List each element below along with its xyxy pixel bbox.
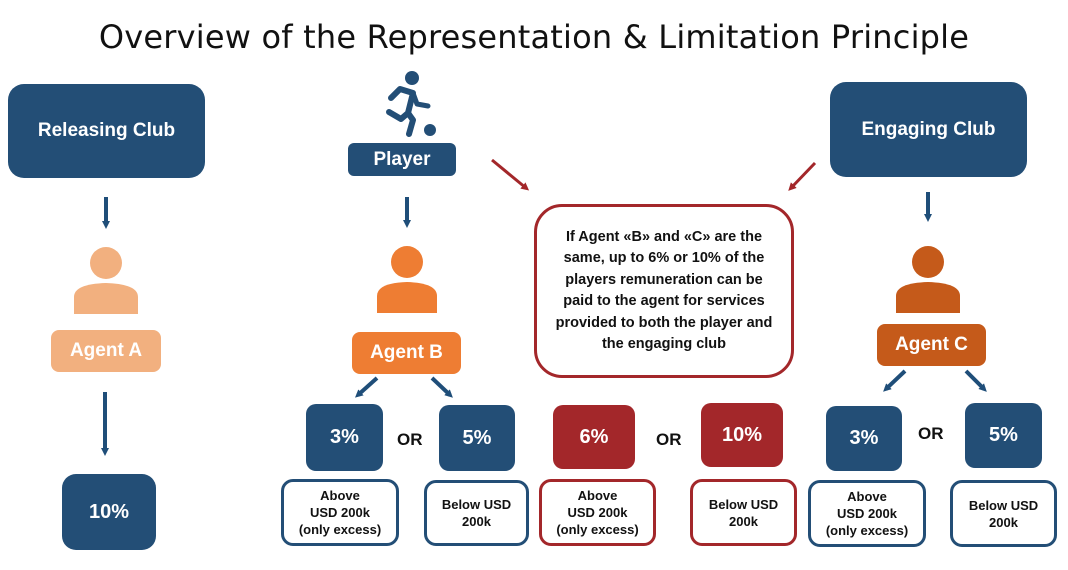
agent-b-condition-above: Above USD 200k (only excess)	[281, 479, 399, 546]
engaging-club-box: Engaging Club	[830, 82, 1027, 177]
soccer-player-icon	[386, 71, 436, 137]
condition-line: 200k	[462, 514, 491, 529]
agent-a-commission: 10%	[62, 474, 156, 550]
person-icon-agent-c	[896, 246, 960, 313]
dual-condition-above: Above USD 200k (only excess)	[539, 479, 656, 546]
person-icon-agent-a	[74, 247, 138, 314]
agent-c-condition-above: Above USD 200k (only excess)	[808, 480, 926, 547]
releasing-club-box: Releasing Club	[8, 84, 205, 178]
condition-line: Below USD	[708, 496, 779, 512]
player-label: Player	[348, 143, 456, 176]
condition-line: 200k	[989, 514, 1018, 530]
agent-a-label: Agent A	[51, 330, 161, 372]
condition-line: Below USD	[968, 497, 1039, 513]
dual-option-10pct: 10%	[701, 403, 783, 467]
or-label: OR	[918, 424, 944, 443]
agent-b-option-3pct: 3%	[306, 404, 383, 471]
condition-line: (only excess)	[556, 522, 639, 537]
or-label: OR	[656, 430, 682, 449]
agent-c-condition-below: Below USD 200k	[950, 480, 1057, 547]
condition-line: USD 200k	[567, 505, 628, 520]
agent-c-option-5pct: 5%	[965, 403, 1042, 468]
condition-line: USD 200k	[310, 505, 370, 520]
dual-condition-below: Below USD 200k	[690, 479, 797, 546]
condition-line: (only excess)	[298, 522, 382, 537]
page-title: Overview of the Representation & Limitat…	[98, 18, 970, 56]
dual-representation-note: If Agent «B» and «C» are the same, up to…	[534, 204, 794, 378]
condition-line: 200k	[729, 513, 758, 529]
condition-line: (only excess)	[825, 523, 909, 538]
condition-line: Above	[320, 488, 360, 503]
agent-c-label: Agent C	[877, 324, 986, 366]
condition-line: Above	[577, 488, 618, 503]
dual-option-6pct: 6%	[553, 405, 635, 469]
condition-line: Above	[847, 489, 887, 504]
condition-line: USD 200k	[837, 506, 897, 521]
or-label: OR	[397, 430, 423, 449]
agent-b-option-5pct: 5%	[439, 405, 515, 471]
agent-c-option-3pct: 3%	[826, 406, 902, 471]
person-icon-agent-b	[377, 246, 437, 313]
condition-line: Below USD	[441, 497, 512, 512]
agent-b-label: Agent B	[352, 332, 461, 374]
agent-b-condition-below: Below USD 200k	[424, 480, 529, 546]
